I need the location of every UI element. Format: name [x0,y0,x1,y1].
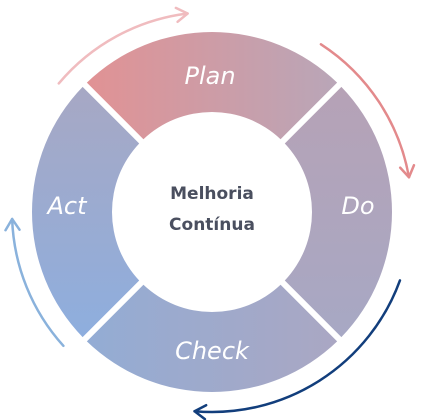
center-title-line2: Contínua [169,215,255,235]
act-arrowhead-icon [4,217,21,232]
check-label: Check [175,337,250,365]
act-label: Act [45,192,88,220]
center-title-line1: Melhoria [170,184,254,204]
check-arrowhead-icon [193,403,208,420]
check-segment [86,284,338,392]
do-label: Do [341,192,374,220]
act-segment [32,86,140,338]
plan-label: Plan [184,62,235,90]
do-cycle-arrow [319,43,411,179]
plan-cycle-arrow [57,12,189,85]
plan-segment [86,32,338,140]
check-cycle-arrow [193,279,402,414]
do-arrowhead-icon [398,163,416,179]
do-segment [284,86,392,338]
plan-arrowhead-icon [174,6,189,24]
act-cycle-arrow [10,217,65,348]
